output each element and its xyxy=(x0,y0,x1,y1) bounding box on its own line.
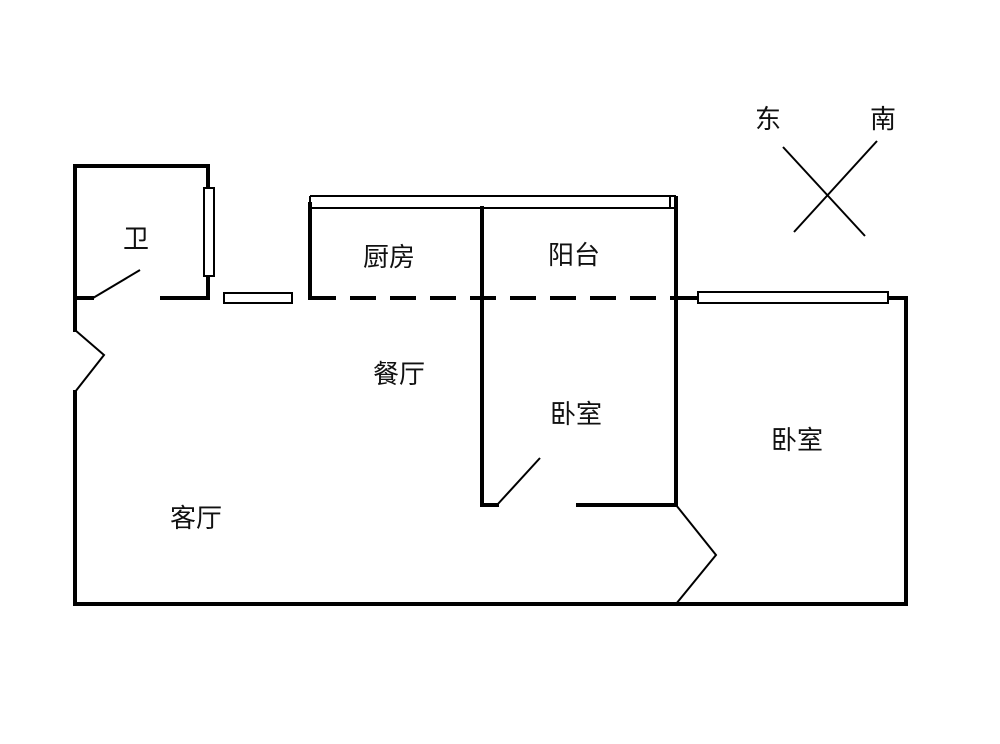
bathroom-door xyxy=(92,269,141,299)
room-label-kitchen: 厨房 xyxy=(363,243,415,273)
small-bedroom-walls xyxy=(480,296,678,507)
compass-label-south: 南 xyxy=(870,105,896,135)
room-label-balcony: 阳台 xyxy=(548,241,600,271)
large-bedroom-door xyxy=(675,504,718,605)
small-bedroom-door xyxy=(496,457,541,506)
compass-cross xyxy=(782,140,878,237)
kitchen-balcony-walls xyxy=(308,196,678,300)
room-label-small-bedroom: 卧室 xyxy=(550,400,602,430)
room-label-large-bedroom: 卧室 xyxy=(771,426,823,456)
bathroom-window xyxy=(203,187,215,277)
room-label-dining: 餐厅 xyxy=(373,360,425,390)
entrance-door xyxy=(74,329,106,393)
window-hall xyxy=(223,292,293,304)
compass-label-east: 东 xyxy=(755,105,781,135)
balcony-railing xyxy=(309,195,676,209)
room-label-bathroom: 卫 xyxy=(123,225,149,255)
bedroom-window xyxy=(697,291,889,304)
room-label-living: 客厅 xyxy=(170,504,222,534)
large-bedroom-walls xyxy=(674,296,908,606)
